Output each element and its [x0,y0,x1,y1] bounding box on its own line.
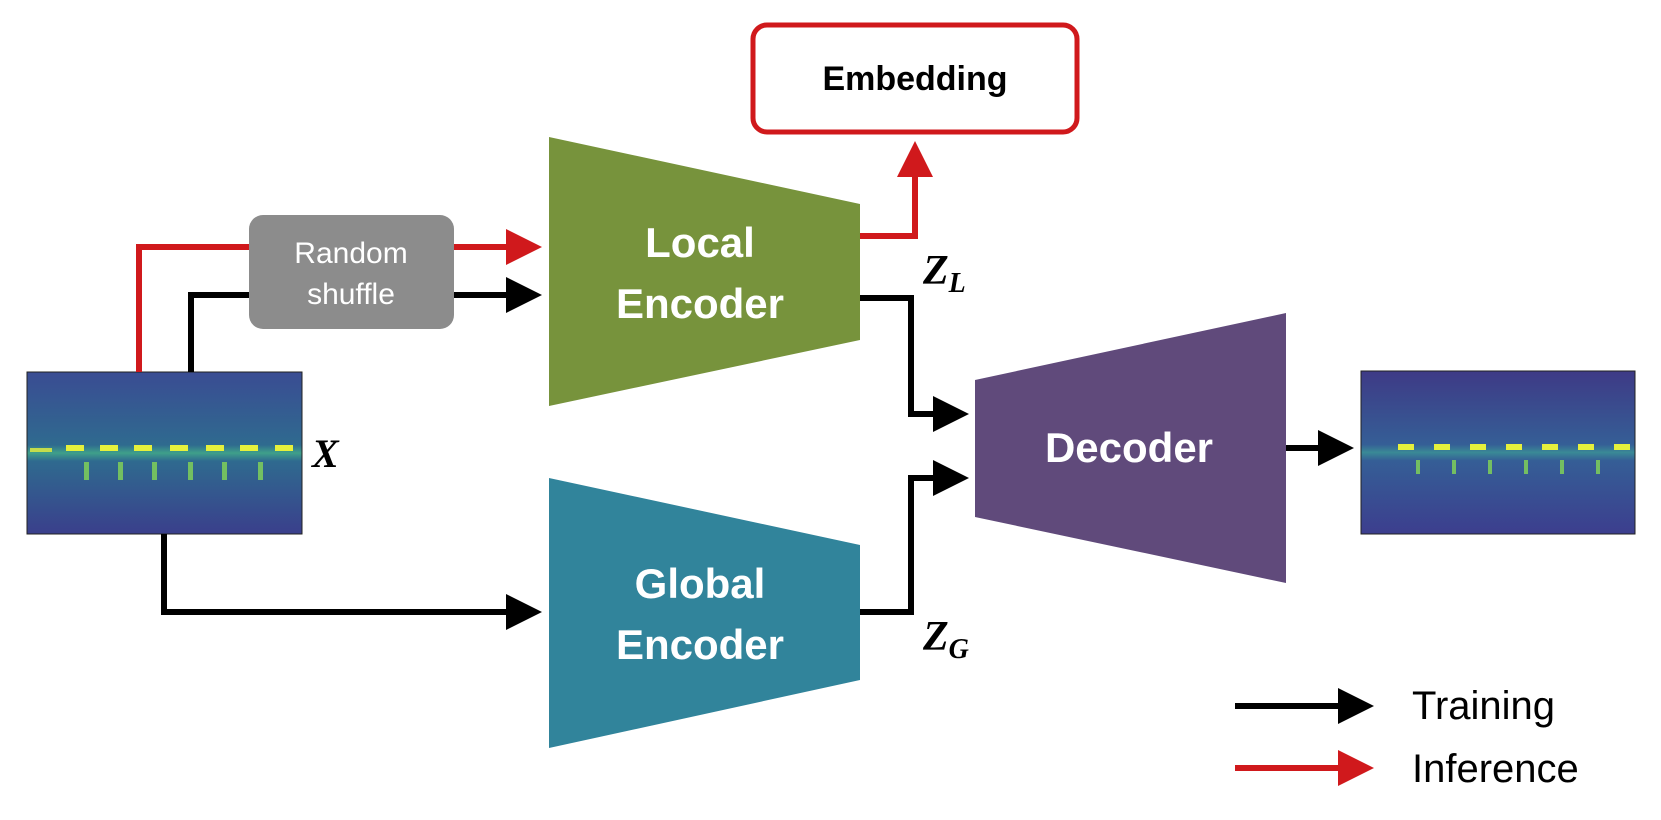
global-encoder-label-line1: Global [635,560,766,607]
training-arrow-input-to-global-encoder [161,534,542,630]
embedding-block: Embedding [750,22,1080,135]
random-shuffle-label-line1: Random [294,237,407,270]
embedding-label: Embedding [822,60,1007,98]
legend-training-label: Training [1412,684,1555,728]
inference-arrow-input-to-local-encoder [136,244,249,372]
decoder-label: Decoder [1045,424,1213,471]
local-encoder-label-line1: Local [645,219,755,266]
input-variable-label: X [310,431,340,476]
zl-main: Z [922,248,949,294]
legend-inference-label: Inference [1412,747,1579,791]
local-encoder-block: Local Encoder [549,137,860,406]
training-arrow-input-to-shuffle [188,292,249,372]
global-encoder-block: Global Encoder [549,478,860,748]
decoder-block: Decoder [975,313,1286,583]
output-spectrogram [1360,370,1636,535]
legend: Training Inference [1235,684,1579,791]
local-encoder-label-line2: Encoder [616,280,784,327]
global-encoder-label-line2: Encoder [616,621,784,668]
zg-subscript: G [949,634,969,665]
training-arrow-local-to-decoder [860,295,969,432]
zl-subscript: L [948,268,966,299]
inference-arrow-local-to-embedding [860,141,933,239]
zl-variable-label: ZL [922,248,966,299]
input-spectrogram [26,371,303,535]
random-shuffle-label-line2: shuffle [307,278,395,311]
random-shuffle-block: Random shuffle [249,215,454,329]
zg-variable-label: ZG [922,614,969,665]
zg-main: Z [922,614,949,660]
training-arrow-global-to-decoder [860,460,969,615]
